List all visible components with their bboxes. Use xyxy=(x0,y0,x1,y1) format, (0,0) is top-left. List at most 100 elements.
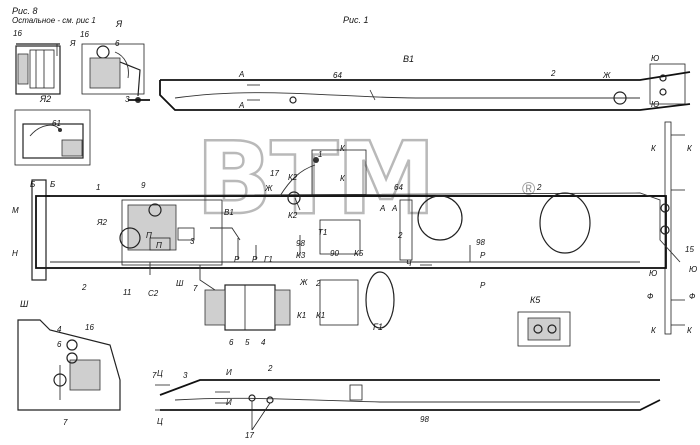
view-k5-title: К5 xyxy=(530,295,541,305)
label-2e: 2 xyxy=(81,283,87,292)
label-2f: 2 xyxy=(315,279,321,288)
label-s2: С2 xyxy=(148,289,159,298)
label-zh1: Ж xyxy=(602,71,611,80)
label-yu2: Ю xyxy=(651,100,659,109)
label-64b: 64 xyxy=(394,183,403,192)
label-a4: А xyxy=(391,204,397,213)
label-7b: 7 xyxy=(63,418,68,427)
label-6c: 6 xyxy=(57,340,62,349)
label-7a: 7 xyxy=(193,284,198,293)
label-6a: 6 xyxy=(115,39,120,48)
label-98c: 98 xyxy=(420,415,429,424)
label-zh2: Ж xyxy=(264,184,273,193)
battery-box xyxy=(204,271,395,331)
view-sh-title: Ш xyxy=(20,299,29,309)
label-yu3: Ю xyxy=(649,269,657,278)
label-7c: 7 xyxy=(152,371,157,380)
label-k2a: К2 xyxy=(288,173,298,182)
label-2g: 2 xyxy=(267,364,273,373)
label-4b: 4 xyxy=(57,325,62,334)
label-a3: А xyxy=(379,204,385,213)
view-ya2-title: Я2 xyxy=(39,94,51,104)
label-f1: Ф xyxy=(647,292,654,301)
label-k2: К xyxy=(687,144,693,153)
label-t1: Т1 xyxy=(318,228,327,237)
label-k1b: К1 xyxy=(316,311,325,320)
view-ya-title: Я xyxy=(115,19,123,29)
view-g1-title: Г1 xyxy=(373,322,383,332)
label-f2: Ф xyxy=(689,292,696,301)
label-k1a: К1 xyxy=(297,311,306,320)
label-yu1: Ю xyxy=(651,54,659,63)
label-17a: 17 xyxy=(270,169,279,178)
label-v1b: В1 xyxy=(224,208,234,217)
label-k5: К xyxy=(651,326,657,335)
watermark-logo: BTM xyxy=(196,120,434,237)
label-98a: 98 xyxy=(296,239,305,248)
label-i1: И xyxy=(226,368,232,377)
label-m: М xyxy=(12,206,19,215)
label-k3b: К3 xyxy=(296,251,306,260)
label-k6: К xyxy=(687,326,693,335)
label-61: 61 xyxy=(52,119,61,128)
label-zh3: Ж xyxy=(299,278,308,287)
label-1a: 1 xyxy=(318,150,322,159)
label-4a: 4 xyxy=(261,338,266,347)
label-16a: 16 xyxy=(13,29,22,38)
label-ya2b: Я2 xyxy=(96,218,107,227)
label-ya-a: Я xyxy=(69,39,76,48)
fig8-title: Рис. 8 xyxy=(12,6,38,16)
label-k4: К xyxy=(340,174,346,183)
label-90: 90 xyxy=(330,249,339,258)
fig8-note: Остальное - см. рис 1 xyxy=(12,16,96,25)
label-ts1: Ц xyxy=(157,369,163,378)
label-a2: А xyxy=(238,101,244,110)
label-b1: Б xyxy=(30,180,35,189)
label-n-left: Н xyxy=(12,249,18,258)
right-strip xyxy=(664,121,685,335)
label-16c: 16 xyxy=(85,323,94,332)
label-k3: К xyxy=(340,144,346,153)
chassis-plan xyxy=(31,149,681,291)
label-sh1: Ш xyxy=(176,279,184,288)
label-r1: Р xyxy=(234,255,240,264)
label-6b: 6 xyxy=(229,338,234,347)
detail-ya2 xyxy=(14,109,91,166)
detail-ya xyxy=(15,43,150,103)
label-64a: 64 xyxy=(333,71,342,80)
label-r4: Р xyxy=(480,281,486,290)
label-3c: 3 xyxy=(183,371,188,380)
label-a1: А xyxy=(238,70,244,79)
label-11: 11 xyxy=(123,288,131,297)
view-g1-frame xyxy=(155,379,661,411)
label-p2: П xyxy=(156,241,162,250)
label-p1: П xyxy=(146,231,152,240)
fig1-title: Рис. 1 xyxy=(343,15,369,25)
label-i2: И xyxy=(226,398,232,407)
view-v1-frame xyxy=(159,63,691,111)
label-98b: 98 xyxy=(476,238,485,247)
detail-sh xyxy=(17,319,121,411)
label-r3: Р xyxy=(480,251,486,260)
label-3a: 3 xyxy=(125,95,130,104)
detail-k5 xyxy=(517,311,571,347)
label-2c: 2 xyxy=(536,183,542,192)
label-15: 15 xyxy=(685,245,694,254)
label-yu4: Ю xyxy=(689,265,697,274)
label-ch: Ч xyxy=(406,259,412,268)
label-k2b: К2 xyxy=(288,211,298,220)
label-5: 5 xyxy=(245,338,250,347)
label-k1: К xyxy=(651,144,657,153)
label-b2: Б xyxy=(50,180,55,189)
label-k5b: К5 xyxy=(354,249,364,258)
label-1b: 1 xyxy=(96,183,100,192)
label-ts2: Ц xyxy=(157,417,163,426)
label-16b: 16 xyxy=(80,30,89,39)
label-r2: Р xyxy=(252,255,258,264)
label-17b: 17 xyxy=(245,431,254,440)
label-3b: 3 xyxy=(190,237,195,246)
label-2a: 2 xyxy=(550,69,556,78)
label-g1b: Г1 xyxy=(264,255,273,264)
